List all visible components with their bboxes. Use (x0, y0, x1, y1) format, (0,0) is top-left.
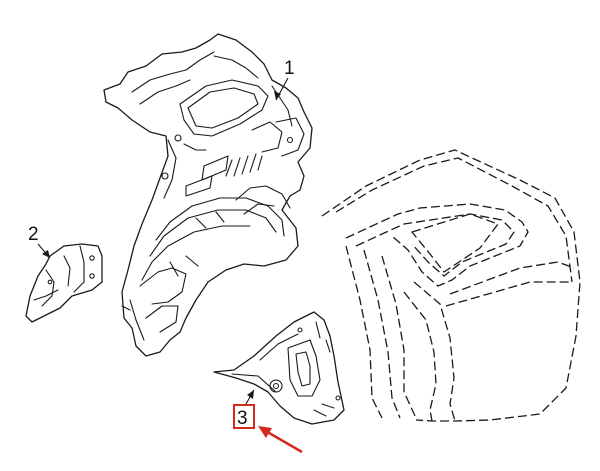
callout-3-arrowhead (247, 390, 254, 399)
part-1-inner-wheelhouse-panel (103, 33, 313, 357)
callout-label-3: 3 (237, 408, 248, 429)
part-3-splash-shield (213, 311, 345, 425)
callout-2: 2 (28, 224, 51, 259)
quarter-panel-reference-outline (321, 149, 581, 422)
callout-1-arrowhead (274, 91, 281, 100)
callout-2-arrowhead (42, 250, 50, 258)
part-2-bracket (25, 243, 103, 323)
callout-label-1: 1 (284, 58, 295, 79)
callout-label-2: 2 (28, 224, 39, 245)
callout-3: 3 (233, 389, 255, 429)
red-pointer-arrow-icon (258, 426, 303, 454)
callout-1: 1 (274, 58, 295, 101)
callout-3-highlight-box (233, 404, 255, 429)
